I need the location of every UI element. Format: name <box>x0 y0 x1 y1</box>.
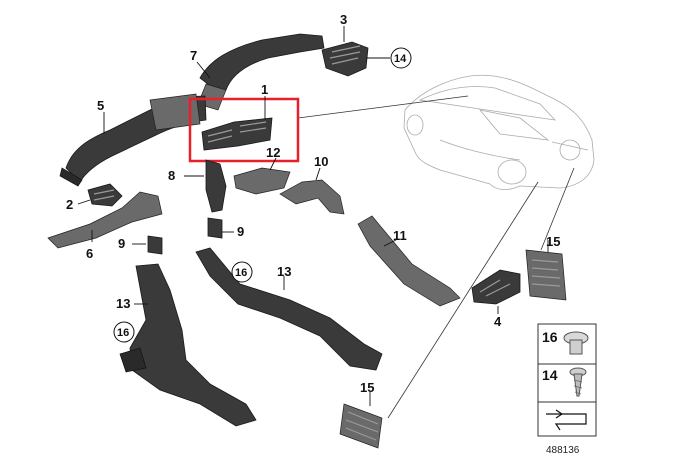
assembly-flip-icon <box>546 409 587 431</box>
callout-9-right: 9 <box>237 224 244 239</box>
part-10 <box>279 179 345 215</box>
part-4 <box>471 269 521 305</box>
callout-1: 1 <box>261 82 268 97</box>
diagram-number: 488136 <box>546 445 580 456</box>
callout-13-center: 13 <box>277 264 291 279</box>
callout-10: 10 <box>314 154 328 169</box>
callout-13-left: 13 <box>116 296 130 311</box>
part-11 <box>357 215 461 307</box>
highlight-box <box>188 97 300 163</box>
part-duct-13-left <box>119 263 257 427</box>
callout-15-right: 15 <box>546 234 560 249</box>
screw-icon <box>569 367 587 397</box>
callout-15-bottom: 15 <box>360 380 374 395</box>
legend-14-label: 14 <box>542 367 558 383</box>
callout-4: 4 <box>494 314 502 329</box>
part-vent-1 <box>201 117 273 151</box>
leader-car-15-right <box>540 167 575 251</box>
callout-9-left: 9 <box>118 236 125 251</box>
legend-16-label: 16 <box>542 329 558 345</box>
callout-3: 3 <box>340 12 347 27</box>
callout-16-circled-center: 16 <box>235 267 247 279</box>
vehicle-outline <box>403 74 595 190</box>
callout-12: 12 <box>266 145 280 160</box>
part-15-right <box>525 249 567 301</box>
push-rivet-icon <box>563 331 589 355</box>
callout-16-circled-left: 16 <box>117 327 129 339</box>
part-9-left <box>147 235 163 255</box>
callout-8: 8 <box>168 168 175 183</box>
callout-14-circled: 14 <box>394 53 407 65</box>
part-2 <box>87 183 123 207</box>
part-duct-5 <box>59 93 207 187</box>
part-7 <box>47 191 163 249</box>
part-15-bottom <box>339 403 383 449</box>
leader-car-1 <box>297 95 469 119</box>
part-vent-3 <box>321 41 369 77</box>
part-duct-13-center <box>195 247 383 371</box>
legend: 16 14 <box>537 323 597 437</box>
leader-car-15-bottom <box>387 181 539 419</box>
part-9-right <box>207 217 223 239</box>
callout-5: 5 <box>97 98 104 113</box>
callout-6: 7 <box>190 48 197 63</box>
callout-11: 11 <box>393 228 407 243</box>
part-8 <box>205 159 227 213</box>
callout-2: 2 <box>66 197 73 212</box>
part-12 <box>233 167 291 195</box>
callout-7: 6 <box>86 246 93 261</box>
